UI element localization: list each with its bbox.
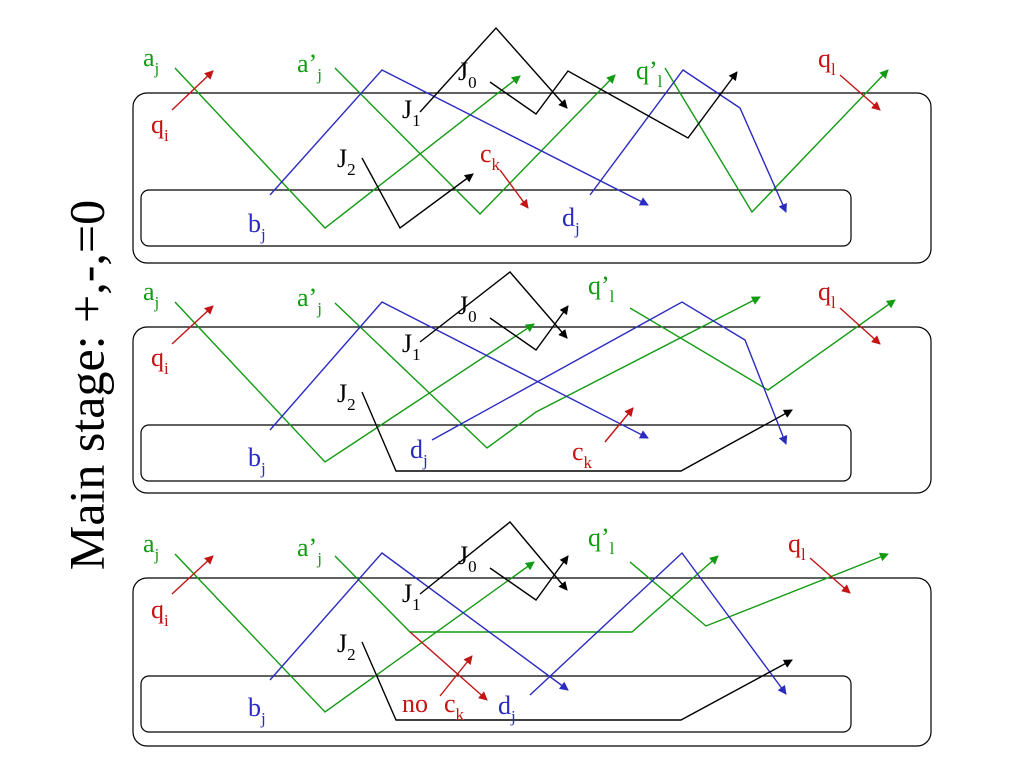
black-path-J2 [361,157,474,230]
label-q: qi [151,110,169,145]
panel-1: aj a’j qi J0 J1 J2 ck q’l ql bj dj [132,26,932,264]
red-arrow-c [499,169,529,209]
label-q: qi [151,595,169,630]
label-ql: ql [788,529,806,564]
green-path-q-prime [629,299,896,391]
green-path-a-prime [334,296,761,449]
panel-2: aj a’j qi J0 J1 J2 ck q’l ql bj dj [132,271,932,494]
black-path-J0 [489,555,569,601]
label-d: dj [498,691,516,726]
red-arrow-q [171,70,214,111]
black-path-J2 [361,641,793,721]
label-J1: J1 [402,95,421,130]
label-J0: J0 [458,541,477,576]
black-path-J1 [419,271,568,343]
blue-path-b [269,69,649,206]
label-no: no [402,689,428,718]
black-path-J2 [361,391,793,472]
red-arrow-cross [409,631,488,701]
label-J0: J0 [458,57,477,92]
black-path-J1 [419,26,568,113]
label-b: bj [248,443,266,478]
green-path-q-prime [629,552,889,627]
label-a: aj [143,43,159,78]
label-a-prime: a’j [297,49,322,84]
inner-box [140,675,852,733]
label-J2: J2 [337,379,356,414]
label-d: dj [410,435,428,470]
label-q: qi [151,343,169,378]
red-arrow-c [604,407,634,443]
outer-box [132,92,932,264]
label-q-prime: q’l [588,523,615,558]
blue-path-d [589,69,787,213]
label-c: ck [572,437,593,472]
label-b: bj [248,693,266,728]
red-arrow-q [171,305,214,345]
blue-path-b [269,552,569,691]
blue-path-d [529,551,787,696]
label-q-prime: q’l [588,271,615,306]
label-q-prime: q’l [636,56,663,91]
blue-path-b [269,301,649,439]
green-path-q-prime [664,67,889,214]
black-path-J0 [489,70,738,139]
green-path-a [174,67,521,229]
label-a-prime: a’j [297,283,322,318]
label-b: bj [248,209,266,244]
label-J1: J1 [402,579,421,614]
red-arrow-ql [809,557,851,594]
black-path-J1 [419,521,568,595]
label-ql: ql [818,44,836,79]
green-path-a [174,301,535,463]
red-arrow-ql [839,307,881,345]
label-J2: J2 [337,144,356,179]
black-path-J0 [489,305,569,351]
label-a: aj [143,529,159,564]
label-J1: J1 [402,329,421,364]
panel-3: aj a’j qi J0 J1 J2 no ck q’l ql bj dj [132,521,932,747]
label-a: aj [143,277,159,312]
red-arrow-c [439,655,473,697]
label-d: dj [562,203,580,238]
label-ql: ql [818,277,836,312]
green-path-a-prime [334,555,719,633]
red-arrow-ql [839,74,881,111]
label-c: ck [444,689,465,724]
side-title: Main stage: +,-,=0 [58,200,114,570]
label-J2: J2 [337,629,356,664]
green-path-a-prime [334,67,616,215]
green-path-a [174,553,535,713]
blue-path-d [431,301,788,445]
inner-box [140,424,852,482]
label-a-prime: a’j [297,533,322,568]
inner-box [140,189,852,247]
label-c: ck [480,139,501,174]
red-arrow-q [171,555,214,595]
label-J0: J0 [458,291,477,326]
outer-box [132,577,932,747]
